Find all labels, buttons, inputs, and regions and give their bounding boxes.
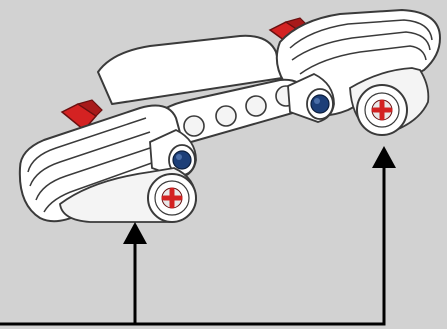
front-roller-left — [59, 167, 197, 223]
beam-hole — [215, 105, 237, 127]
white-bushing-left — [149, 129, 197, 179]
up-arrow-icon — [372, 146, 396, 168]
beam-hole — [183, 115, 205, 137]
beam-hole — [245, 95, 267, 117]
blue-axle-pin — [172, 150, 192, 170]
red-cross-axle — [371, 99, 393, 121]
callout-bracket-line — [0, 160, 386, 326]
left-tread-beam — [18, 104, 184, 223]
red-cross-axle — [161, 187, 183, 209]
up-arrow-icon — [123, 222, 147, 244]
rear-connector-beam — [97, 34, 283, 105]
white-bushing-right — [287, 73, 335, 123]
front-roller-right — [349, 67, 430, 136]
callout-arrows — [0, 146, 396, 326]
red-pin-back-left — [60, 99, 103, 132]
blue-axle-pin — [310, 94, 330, 114]
